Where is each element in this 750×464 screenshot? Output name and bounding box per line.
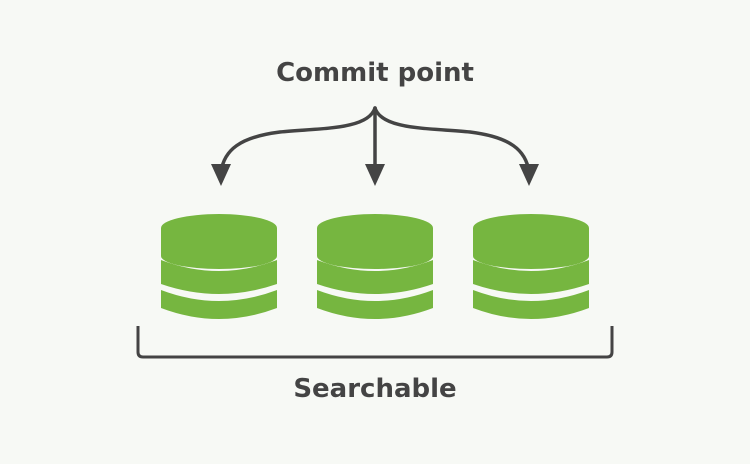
commit-point-label: Commit point	[276, 58, 474, 88]
arrow-right	[373, 106, 531, 174]
arrowhead-right-icon	[519, 164, 539, 186]
searchable-bracket	[136, 326, 614, 359]
arrowheads	[211, 164, 539, 186]
segment-2	[317, 214, 433, 319]
segment-3	[473, 214, 589, 319]
arrowhead-center-icon	[365, 164, 385, 186]
searchable-label: Searchable	[293, 374, 457, 404]
commit-arrows	[219, 106, 531, 174]
arrow-left	[219, 106, 377, 174]
segment-1	[161, 214, 277, 319]
arrowhead-left-icon	[211, 164, 231, 186]
